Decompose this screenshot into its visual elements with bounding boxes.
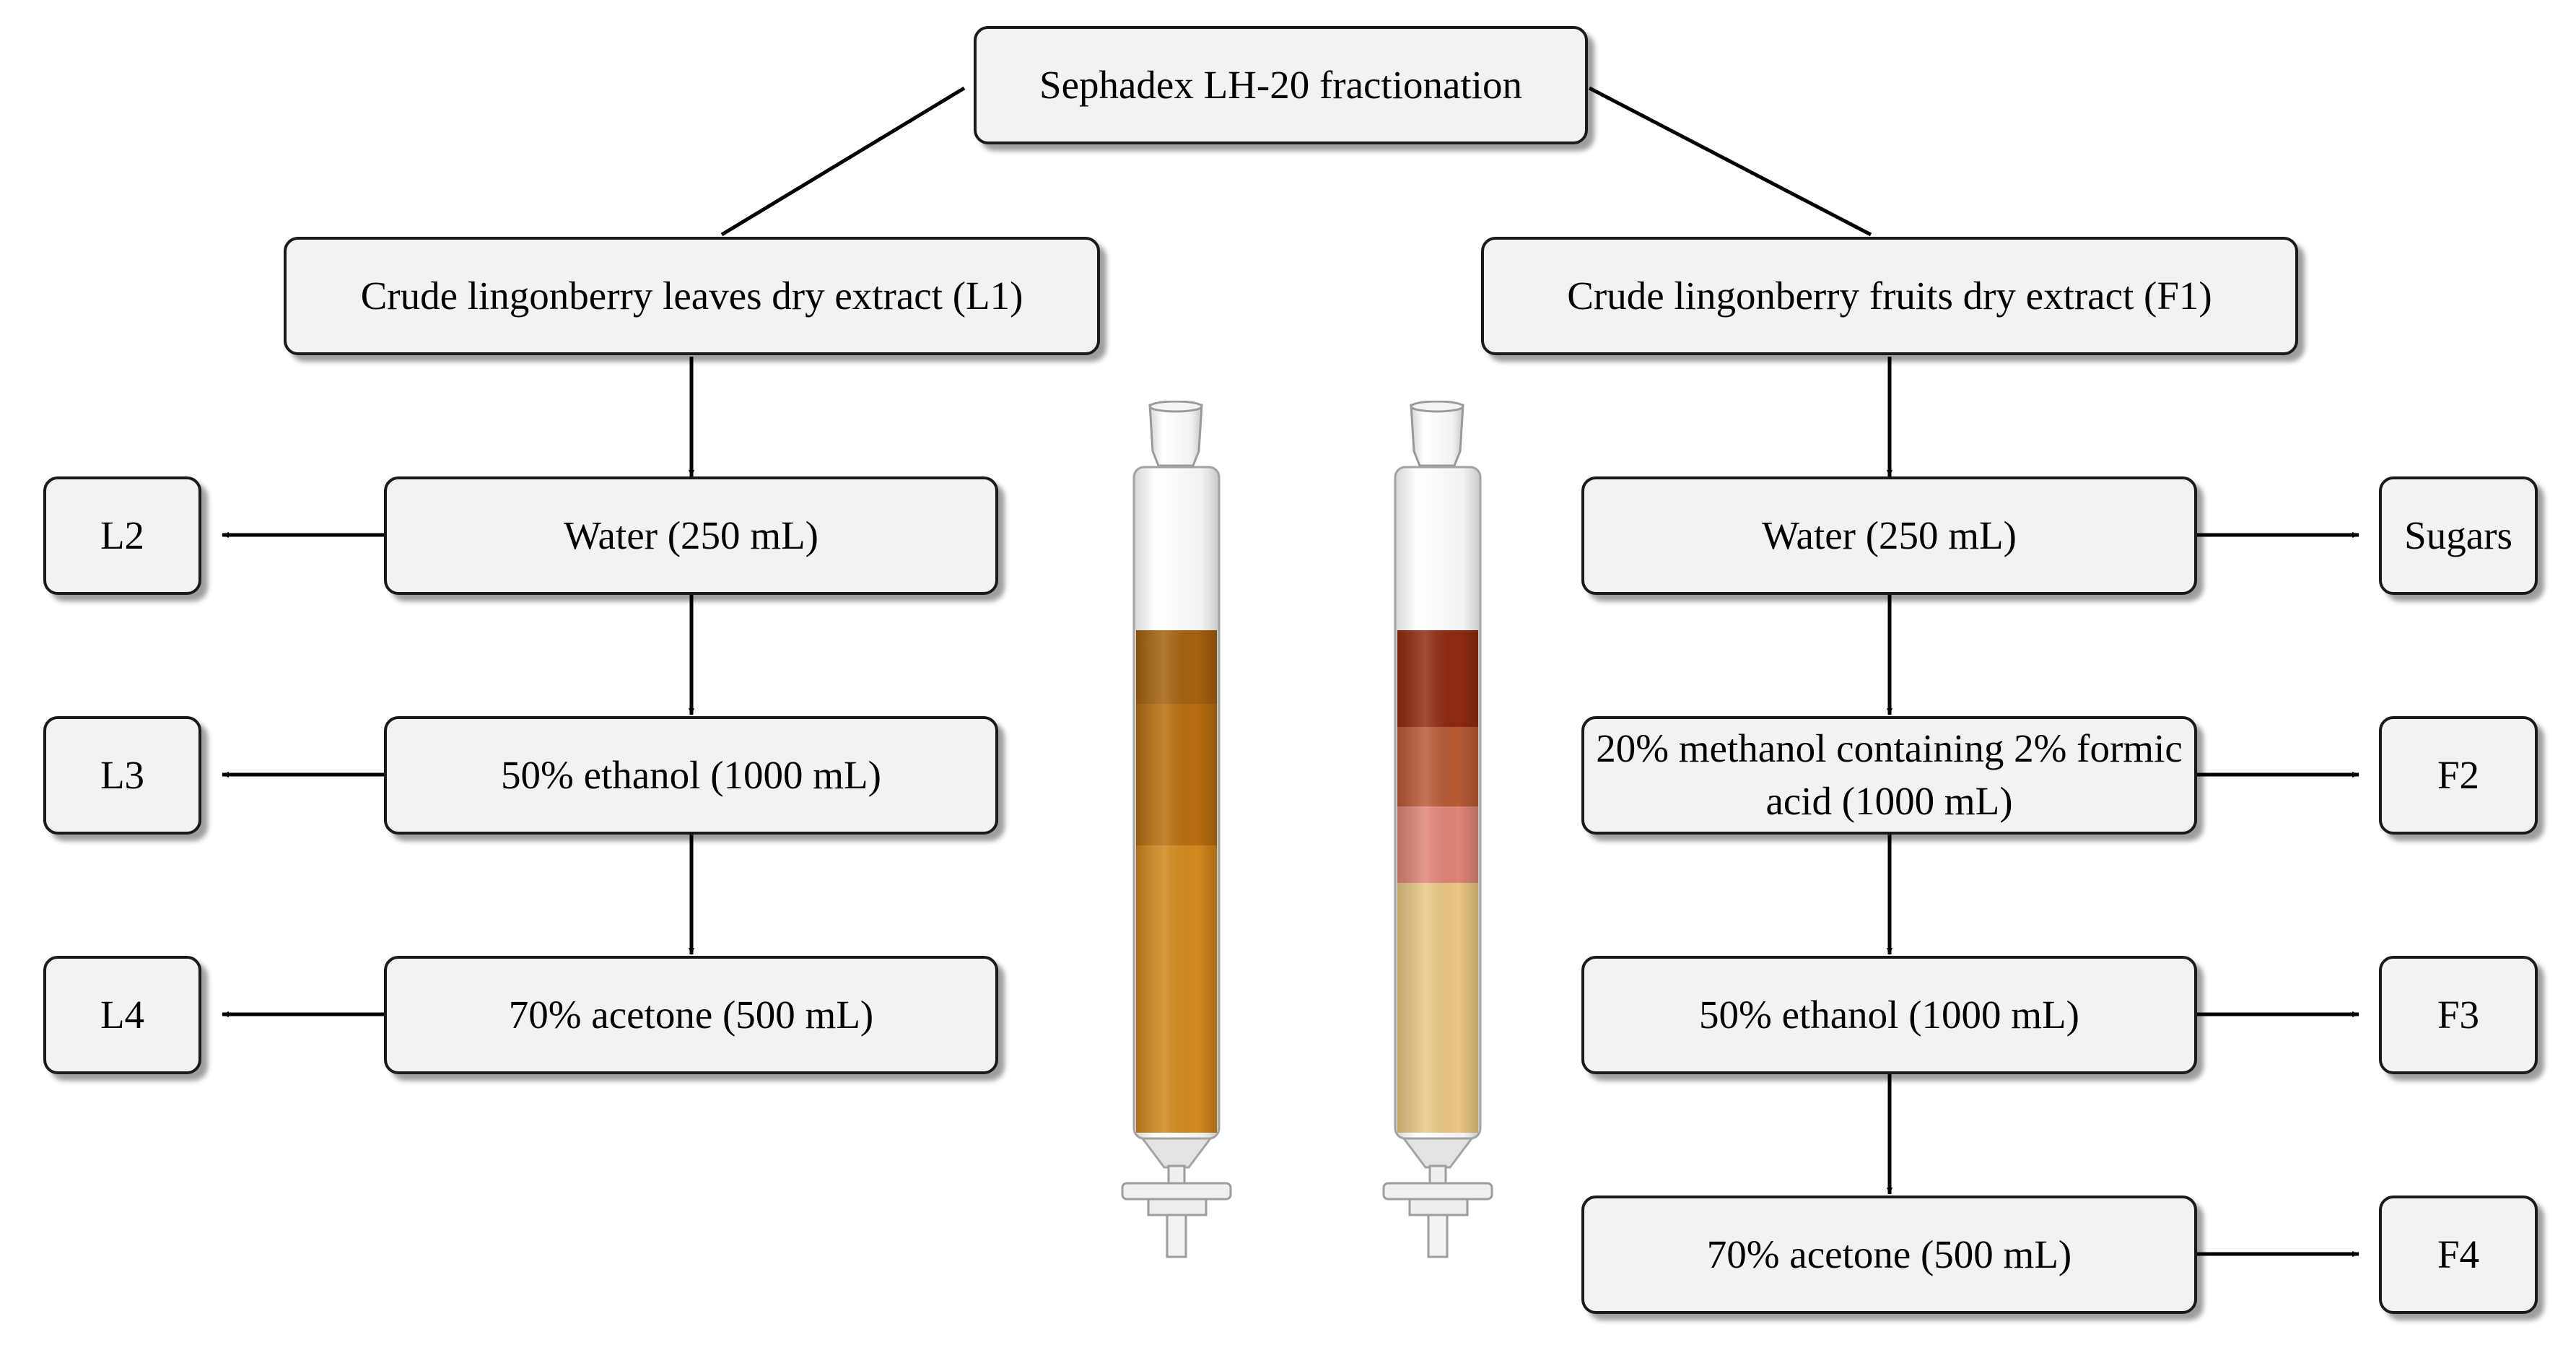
fruits-step-ethanol: 50% ethanol (1000 mL) — [1581, 956, 2197, 1074]
leaves-column-bands — [1136, 630, 1217, 1133]
fraction-l2: L2 — [43, 476, 201, 595]
fruits-column-bands — [1397, 630, 1478, 1133]
fraction-f2: F2 — [2379, 716, 2538, 835]
fraction-sugars: Sugars — [2379, 476, 2538, 595]
title-box: Sephadex LH-20 fractionation — [974, 26, 1588, 144]
fruits-step-water: Water (250 mL) — [1581, 476, 2197, 595]
connector-title-fruits — [1588, 86, 1872, 237]
fruits-step-acetone: 70% acetone (500 mL) — [1581, 1196, 2197, 1314]
fraction-f3: F3 — [2379, 956, 2538, 1074]
fruits-step-methanol: 20% methanol containing 2% formic acid (… — [1581, 716, 2197, 835]
leaves-step-acetone: 70% acetone (500 mL) — [384, 956, 998, 1074]
leaves-step-water: Water (250 mL) — [384, 476, 998, 595]
fruits-column-illustration — [1382, 401, 1493, 1258]
leaves-column-illustration — [1121, 401, 1232, 1258]
connector-title-leaves — [720, 86, 966, 237]
leaves-source-box: Crude lingonberry leaves dry extract (L1… — [284, 237, 1100, 355]
fraction-l4: L4 — [43, 956, 201, 1074]
fraction-l3: L3 — [43, 716, 201, 835]
leaves-step-ethanol: 50% ethanol (1000 mL) — [384, 716, 998, 835]
fraction-f4: F4 — [2379, 1196, 2538, 1314]
fruits-source-box: Crude lingonberry fruits dry extract (F1… — [1481, 237, 2298, 355]
